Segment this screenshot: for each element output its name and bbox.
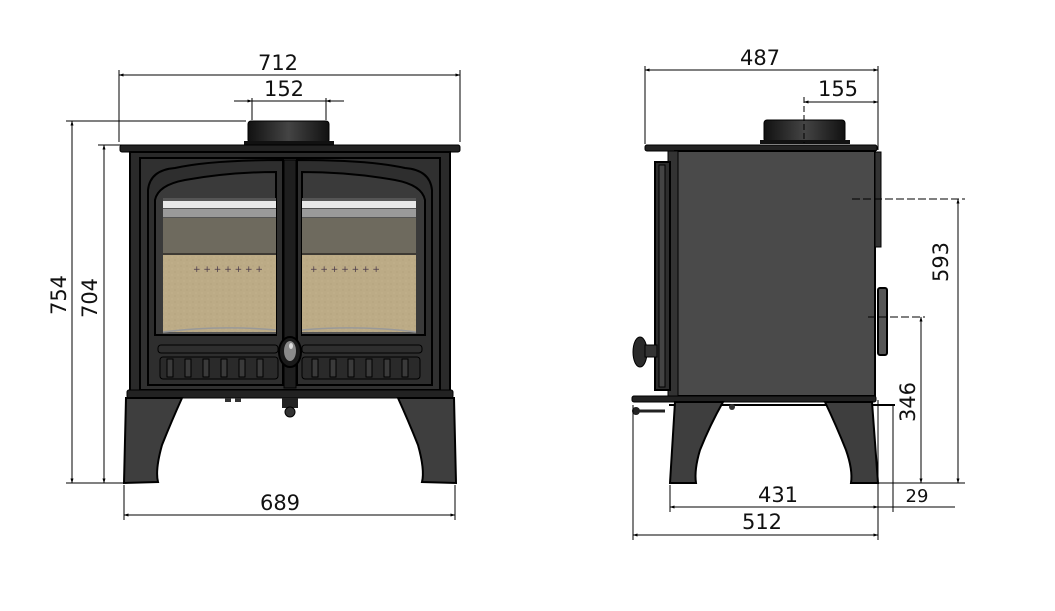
side-dimensions	[632, 66, 965, 540]
dim-leg-width: 689	[260, 491, 300, 515]
dim-body-height: 704	[78, 278, 102, 318]
door-handle-side	[632, 336, 658, 368]
front-leg-left	[122, 397, 184, 485]
side-leg-front	[668, 401, 725, 484]
dim-rear-flue-height: 593	[929, 242, 953, 282]
air-control-rod	[632, 407, 665, 415]
side-dimension-labels: 487 155 593 346 431 29 512	[740, 46, 953, 534]
dim-overall-width: 712	[258, 51, 298, 75]
front-view: + + + + + + +	[119, 120, 461, 485]
front-dimensions	[66, 70, 461, 520]
right-door: + + + + + + +	[296, 158, 433, 386]
dim-flue-diameter: 152	[264, 77, 304, 101]
dim-leg-depth: 431	[758, 483, 798, 507]
side-view	[631, 119, 895, 484]
svg-text:+ + + + + + +: + + + + + + +	[310, 265, 380, 275]
dim-depth-top: 487	[740, 46, 780, 70]
flue-collar-side	[760, 119, 850, 144]
dim-rear-offset: 29	[906, 486, 929, 507]
door-handle-front	[278, 336, 302, 368]
left-door: + + + + + + +	[147, 158, 284, 386]
air-control-front	[282, 398, 298, 418]
dim-overall-depth: 512	[742, 510, 782, 534]
dim-overall-height: 754	[47, 275, 71, 315]
top-plate	[119, 144, 461, 153]
rear-outlet	[877, 287, 888, 356]
dim-rear-outlet-height: 346	[896, 382, 920, 422]
stove-body-side	[674, 150, 876, 397]
front-dimension-labels: 712 152 754 704 689	[47, 51, 304, 515]
flue-collar-front	[244, 120, 334, 145]
side-leg-rear	[823, 401, 880, 484]
dim-flue-center: 155	[818, 77, 858, 101]
front-leg-right	[396, 397, 458, 485]
svg-text:+ + + + + + +: + + + + + + +	[193, 265, 263, 275]
